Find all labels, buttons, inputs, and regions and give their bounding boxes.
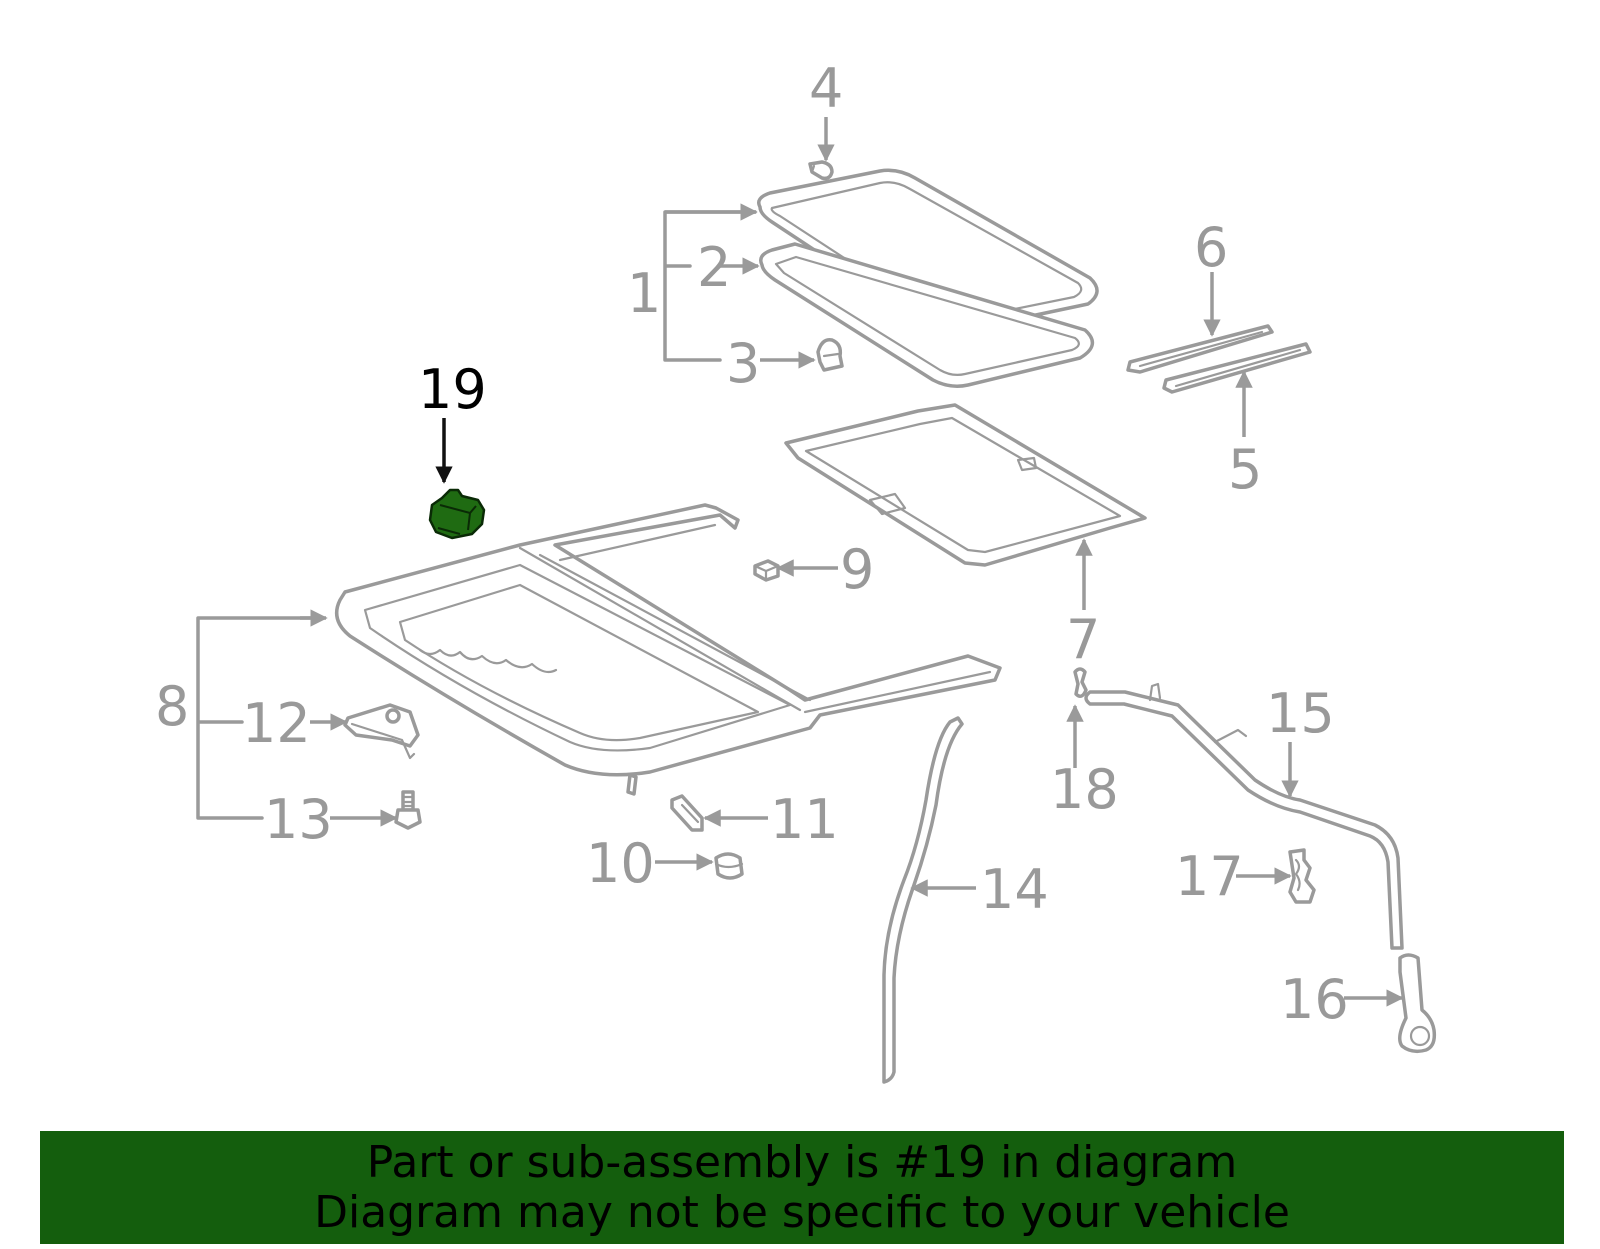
rail-part-6: [1126, 324, 1274, 374]
callout-3: 3: [726, 332, 760, 395]
screw-part-4: [808, 160, 834, 181]
callout-labels: 1 2 3 4 5 6 7 8 9 10 11 12 13 14 15 16 1…: [155, 57, 1349, 1031]
callout-11: 11: [770, 788, 839, 851]
callout-9: 9: [840, 538, 874, 601]
clip-part-18: [1073, 667, 1088, 698]
callout-6: 6: [1194, 216, 1228, 279]
callout-16: 16: [1280, 968, 1349, 1031]
drain-hose-part-15: [1084, 682, 1404, 950]
motor-part-12: [343, 703, 420, 760]
callout-13: 13: [264, 788, 333, 851]
callout-17: 17: [1175, 845, 1244, 908]
bolt-part-13: [394, 790, 422, 830]
callout-19: 19: [418, 358, 487, 421]
drain-hose-part-14: [882, 716, 964, 1084]
glass-panel: [757, 168, 1099, 333]
sunshade-part-7: [784, 403, 1147, 567]
block-part-9: [753, 559, 780, 582]
hose-end-part-16: [1398, 953, 1437, 1054]
callout-7: 7: [1066, 608, 1100, 671]
banner-disclaimer: Diagram may not be specific to your vehi…: [314, 1186, 1290, 1238]
leader-lines: [196, 117, 1404, 1007]
sunroof-frame-part-8: [334, 503, 1002, 796]
callout-1: 1: [627, 262, 661, 325]
clip-part-17: [1288, 848, 1316, 904]
callout-15: 15: [1266, 682, 1335, 745]
callout-5: 5: [1228, 438, 1262, 501]
grommet-part-10: [714, 852, 744, 880]
glass-weatherstrip: [759, 242, 1095, 388]
callout-10: 10: [586, 832, 655, 895]
callout-2: 2: [697, 236, 731, 299]
callout-18: 18: [1050, 758, 1119, 821]
clip-part-3: [816, 338, 844, 372]
callout-12: 12: [242, 692, 311, 755]
banner-part-notice: Part or sub-assembly is #19 in diagram: [366, 1136, 1238, 1188]
info-banner: Part or sub-assembly is #19 in diagram D…: [40, 1131, 1564, 1244]
callout-4: 4: [809, 57, 843, 120]
highlighted-part-19: [428, 488, 486, 540]
callout-8: 8: [155, 675, 189, 738]
callout-14: 14: [980, 858, 1049, 921]
bracket-part-11: [670, 794, 704, 832]
